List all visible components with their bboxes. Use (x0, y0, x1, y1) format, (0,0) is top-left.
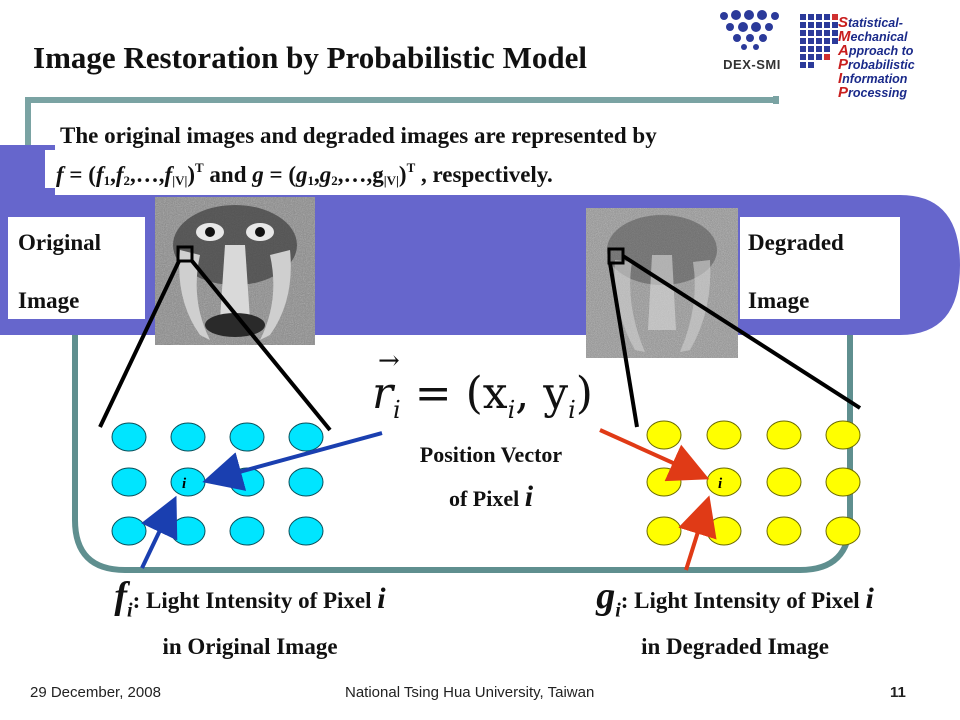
caption-degraded-intensity: gi: Light Intensity of Pixel i in Degrad… (596, 575, 874, 659)
smapip-logo: Statistical-Mechanical Approach to Proba… (796, 8, 956, 100)
caption-original-intensity: fi: Light Intensity of Pixel i in Origin… (114, 575, 386, 659)
intro-line-1: The original images and degraded images … (60, 123, 657, 148)
intro-line-2: f = (f1,f2,…,f|V|)T and g = (g1,g2,…,g|V… (56, 160, 553, 188)
slide-title: Image Restoration by Probabilistic Model (33, 40, 587, 75)
zoom-line-right-1 (608, 262, 639, 428)
zoom-line-left-2 (190, 259, 332, 432)
dex-smi-label: DEX-SMI (723, 57, 781, 72)
zoom-line-right-2 (621, 254, 862, 410)
zoom-line-left-1 (98, 260, 181, 428)
original-image (155, 197, 315, 345)
footer-page-number: 11 (890, 684, 906, 701)
arrow-position-to-yellow (599, 428, 710, 482)
intro-text: The original images and degraded images … (56, 120, 910, 197)
degraded-pixel-grid (646, 420, 861, 546)
original-pixel-grid (111, 422, 324, 546)
cyan-pixel-label: i (182, 476, 187, 492)
dex-smi-logo: DEX-SMI (716, 10, 788, 72)
arrow-caption-f (140, 495, 178, 569)
original-image-label: Original Image (18, 230, 102, 313)
arrow-position-to-cyan (202, 431, 383, 491)
degraded-image-label: Degraded Image (748, 230, 844, 313)
arrow-caption-g (678, 495, 717, 571)
footer-institution: National Tsing Hua University, Taiwan (345, 684, 595, 701)
smapip-text: Statistical-Mechanical Approach to Proba… (838, 14, 915, 101)
footer-date: 29 December, 2008 (30, 684, 161, 701)
frame-outline (72, 327, 853, 573)
original-pixel-marker (176, 245, 194, 263)
yellow-pixel-label: i (718, 476, 723, 492)
position-vector-formula: →ri = (xi, yi) (372, 346, 593, 424)
position-vector-caption: Position Vector of Pixel i (419, 442, 563, 513)
